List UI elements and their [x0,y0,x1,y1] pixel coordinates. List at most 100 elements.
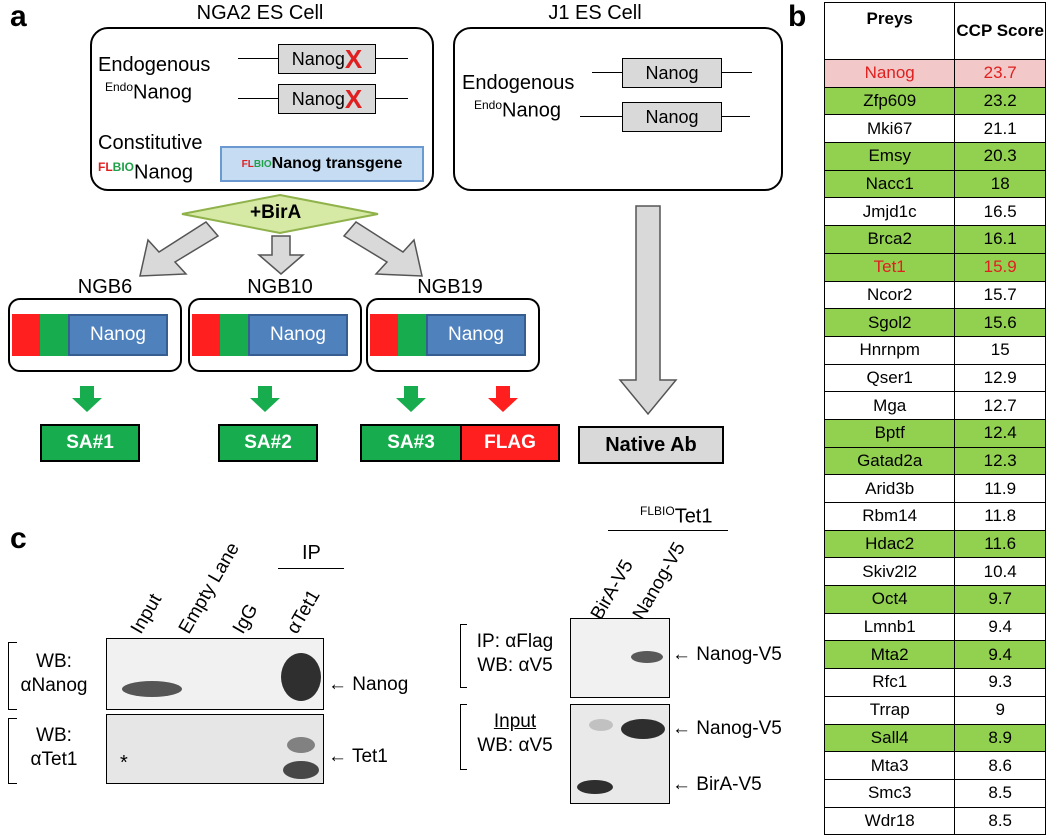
score-cell: 20.3 [954,142,1046,171]
j1-gene-label-1: Nanog [645,62,699,83]
score-cell: 9.3 [954,668,1046,697]
j1-endo-superscript: Endo [474,98,503,112]
ngb19-nanog-segment: Nanog [426,314,526,356]
score-cell: 10.4 [954,557,1046,587]
j1-gene-box-1: Nanog [622,58,722,88]
input-line1: Input [493,711,537,732]
fl-tag-segment [192,314,220,356]
ip-flag-line2: WB: αV5 [477,655,553,676]
prey-cell: Jmjd1c [823,197,956,227]
clone-ngb6-title: NGB6 [77,276,133,298]
score-cell: 11.6 [954,529,1046,559]
score-cell: 12.4 [954,418,1046,448]
wb1-line1: WB: [36,651,72,672]
score-cell: 9.7 [954,585,1046,614]
score-cell: 8.5 [954,806,1046,835]
ngb19-fusion: Nanog [370,314,526,356]
blot-nanog [106,638,324,710]
prey-cell: Qser1 [823,363,956,393]
arrow-to-ngb10 [256,235,306,275]
arrow-to-ngb6 [139,221,220,277]
band-bira-v5: ← BirA-V5 [672,774,762,795]
prey-cell: Rbm14 [823,502,956,531]
band-nanog-v5-mid-text: Nanog-V5 [696,718,782,739]
nga2-constitutive-label: Constitutive [98,132,203,154]
birA-arrows-graphic [72,193,678,416]
prey-cell: Mta2 [823,640,956,670]
wb1-label: WB: αNanog [14,650,94,698]
j1-gene-box-2: Nanog [622,102,722,132]
prey-cell: Gatad2a [823,446,956,476]
j1-endogenous-label: Endogenous [462,72,575,94]
input-label: Input WB: αV5 [462,710,568,758]
flbio-nanog-text: Nanog [134,161,193,184]
score-cell: 11.9 [954,474,1046,503]
green-arrow-2 [250,386,280,412]
lane-label-input: Input [126,590,167,638]
nga2-endo-nanog-label: EndoNanog [105,80,192,105]
input-bracket [460,704,467,770]
clone-ngb19-title: NGB19 [417,276,483,298]
prey-cell: Smc3 [823,778,956,808]
prey-cell: Sgol2 [823,308,956,337]
fl-tag-segment [12,314,40,356]
prey-cell: Wdr18 [823,806,956,835]
wb2-label: WB: αTet1 [14,724,94,772]
j1-endo-nanog-label: EndoNanog [474,98,561,123]
band-bira-v5-text: BirA-V5 [696,774,762,795]
blot-tet1 [106,714,324,784]
arrow-to-ngb19 [342,221,423,277]
band-tet1-label: ← Tet1 [328,746,388,767]
score-cell: 11.8 [954,502,1046,531]
ngb6-fusion: Nanog [12,314,168,356]
wb2-line2: αTet1 [30,749,78,770]
wb1-bracket [8,642,17,710]
tet1-header-text: Tet1 [674,505,713,528]
score-cell: 8.9 [954,723,1046,753]
score-cell: 12.7 [954,391,1046,420]
nga2-endogenous-label: Endogenous [98,54,211,76]
prey-cell: Hnrnpm [823,335,956,365]
score-cell: 15.7 [954,280,1046,310]
nga2-gene-label-2: Nanog [291,88,345,109]
header-preys: Preys [823,2,956,60]
prey-cell: Ncor2 [823,280,956,310]
prey-cell: Brca2 [823,225,956,254]
score-cell: 9 [954,695,1046,725]
clone-ngb10-title: NGB10 [247,276,313,298]
knockout-x-icon: X [344,84,363,114]
ip-flag-label: IP: αFlag WB: αV5 [462,630,568,678]
flbio-tet1-underline [608,530,728,531]
prey-cell: Trrap [823,695,956,725]
nga2-title: NGA2 ES Cell [196,2,324,24]
score-cell: 15.9 [954,252,1046,282]
j1-gene-label-2: Nanog [645,106,699,127]
prey-cell: Oct4 [823,585,956,614]
j1-title: J1 ES Cell [548,2,642,24]
bio-tag-segment [40,314,68,356]
blot-ip-flag [570,618,670,698]
lane-label-nanog-v5: Nanog-V5 [628,538,690,624]
prey-cell: Nacc1 [823,169,956,199]
prey-cell: Tet1 [823,252,956,282]
score-cell: 15.6 [954,308,1046,337]
fl-tag-segment [370,314,398,356]
green-arrow-1 [72,386,102,412]
panel-label-c: c [10,522,27,555]
